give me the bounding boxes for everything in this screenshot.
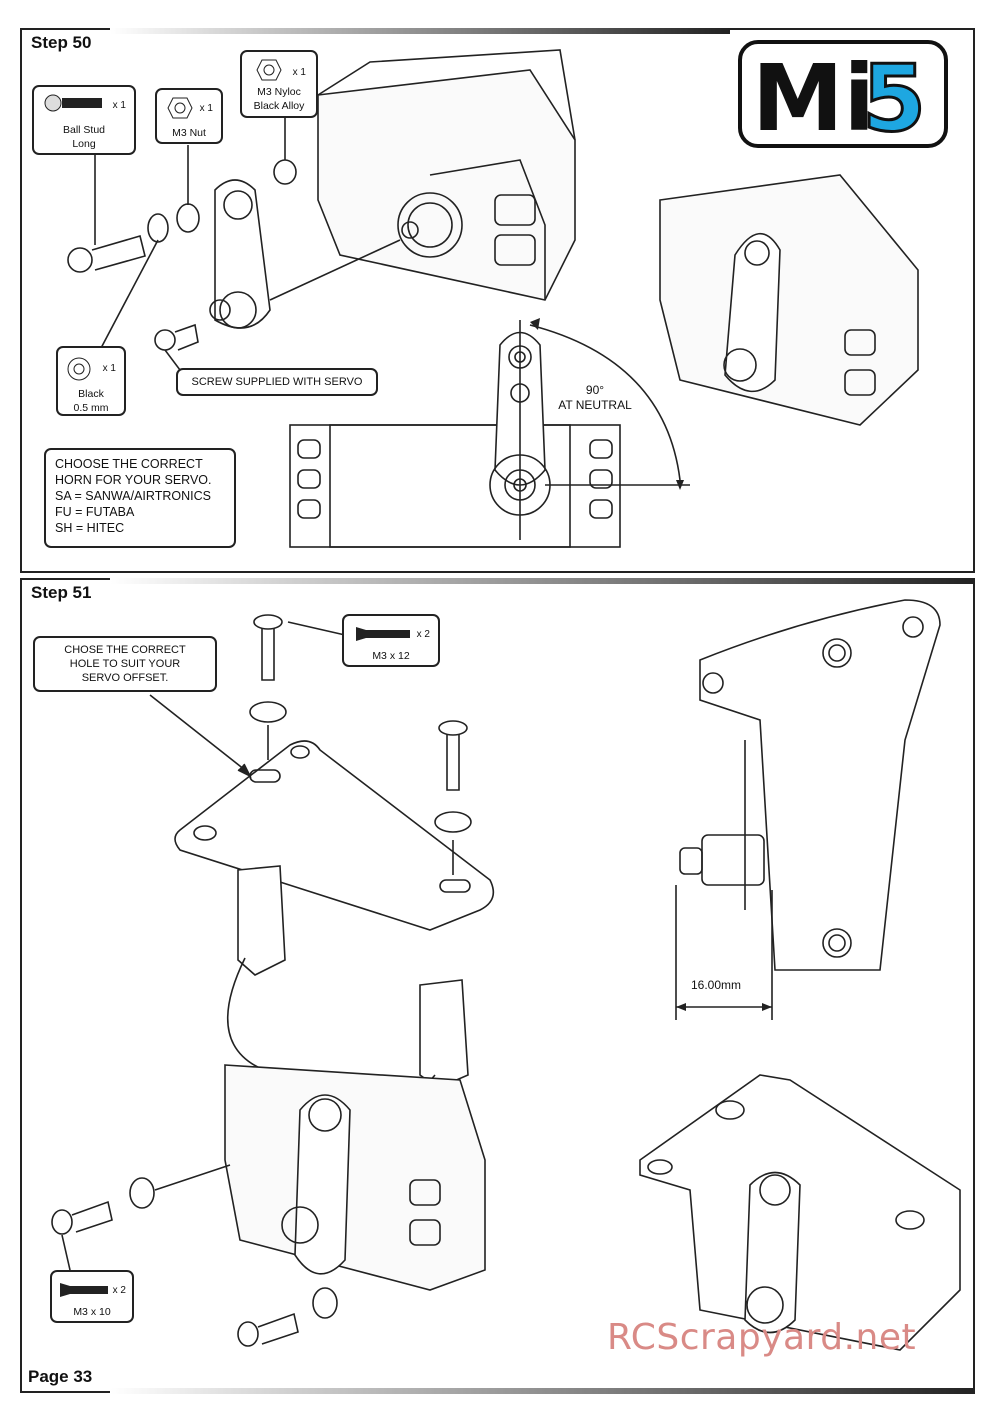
part-label: M3 x 10 bbox=[73, 1306, 111, 1318]
part-label-1: Black bbox=[78, 388, 104, 400]
part-label-2: Black Alloy bbox=[253, 100, 305, 112]
part-qty: x 1 bbox=[102, 363, 116, 374]
svg-text:Mi: Mi bbox=[752, 45, 875, 148]
part-m3x10-screw: x 2 M3 x 10 bbox=[50, 1270, 134, 1323]
note-line: SA = SANWA/AIRTRONICS bbox=[55, 489, 211, 503]
step51-title: Step 51 bbox=[31, 583, 92, 602]
part-label-1: Ball Stud bbox=[62, 124, 106, 136]
part-qty: x 2 bbox=[416, 629, 430, 640]
part-label: M3 x 12 bbox=[372, 650, 410, 662]
angle-label: 90° AT NEUTRAL bbox=[555, 383, 635, 413]
part-label-2: 0.5 mm bbox=[73, 402, 109, 414]
part-label-2: Long bbox=[72, 138, 96, 150]
part-ball-stud-long: x 1 Ball Stud Long bbox=[32, 85, 136, 155]
part-qty: x 1 bbox=[199, 103, 213, 114]
ball-stud-icon bbox=[44, 94, 104, 112]
part-label-1: M3 Nyloc bbox=[257, 86, 301, 98]
part-m3-nut: x 1 M3 Nut bbox=[155, 88, 223, 144]
offset-dimension: 16.00mm bbox=[691, 978, 742, 992]
page-number: Page 33 bbox=[28, 1367, 93, 1386]
note-line: CHOSE THE CORRECT bbox=[64, 644, 186, 656]
step50-title: Step 50 bbox=[31, 33, 92, 52]
part-qty: x 1 bbox=[292, 67, 306, 78]
part-m3x12-screw: x 2 M3 x 12 bbox=[342, 614, 440, 667]
step50-header-bar bbox=[110, 28, 730, 34]
part-m3-nyloc: x 1 M3 Nyloc Black Alloy bbox=[240, 50, 318, 118]
svg-text:5: 5 bbox=[862, 45, 926, 148]
part-label-1: M3 Nut bbox=[172, 127, 206, 139]
note-line: FU = FUTABA bbox=[55, 505, 135, 519]
part-qty: x 2 bbox=[112, 1285, 126, 1296]
angle-value: 90° bbox=[585, 383, 605, 397]
note-line: HORN FOR YOUR SERVO. bbox=[55, 473, 212, 487]
note-line: SERVO OFFSET. bbox=[81, 672, 169, 684]
part-qty: x 1 bbox=[112, 100, 126, 111]
part-black-shim: x 1 Black 0.5 mm bbox=[56, 346, 126, 416]
watermark: RCScrapyard.net bbox=[607, 1317, 917, 1358]
horn-note: CHOOSE THE CORRECT HORN FOR YOUR SERVO. … bbox=[44, 448, 236, 548]
angle-text: AT NEUTRAL bbox=[558, 398, 632, 412]
note-line: SH = HITEC bbox=[55, 521, 125, 535]
servo-offset-note: CHOSE THE CORRECT HOLE TO SUIT YOUR SERV… bbox=[33, 636, 217, 692]
footer-bar bbox=[110, 1388, 975, 1394]
step51-header-bar bbox=[110, 578, 975, 584]
note-line: HOLE TO SUIT YOUR bbox=[69, 658, 181, 670]
note-line: CHOOSE THE CORRECT bbox=[55, 457, 203, 471]
screw-supplied-note: SCREW SUPPLIED WITH SERVO bbox=[176, 368, 378, 396]
mi5-logo: Mi 5 bbox=[738, 40, 948, 148]
